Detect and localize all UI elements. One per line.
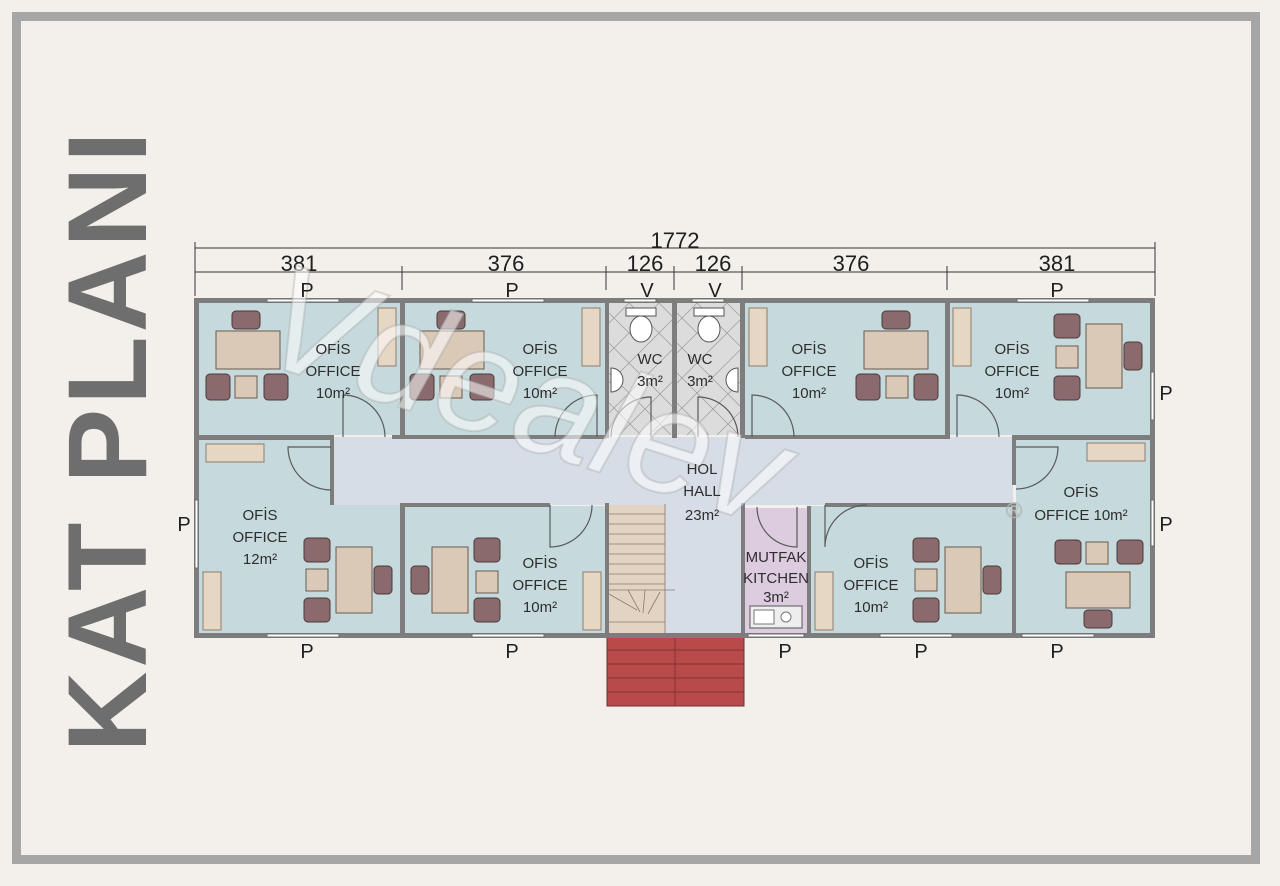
room-label-kitchen-line3: 3m²: [763, 589, 789, 606]
toilet-icon: [625, 307, 657, 343]
window-marker: P: [778, 641, 791, 663]
windows: [194, 298, 1155, 638]
window-marker: P: [1159, 514, 1172, 536]
room-label-office-2-line3: 10m²: [523, 385, 557, 402]
room-label-office-7-line3: 10m²: [854, 599, 888, 616]
room-label-office-8-line1: OFİS: [1063, 483, 1098, 501]
dimension-segment: 376: [488, 251, 525, 276]
room-label-office-7-line1: OFİS: [853, 554, 888, 572]
dimension-total: 1772: [651, 228, 700, 253]
window-marker: P: [1159, 383, 1172, 405]
room-label-office-5-line3: 12m²: [243, 551, 277, 568]
room-label-office-6-line1: OFİS: [522, 554, 557, 572]
room-label-office-3-line3: 10m²: [792, 385, 826, 402]
sink-icon: [725, 367, 739, 393]
page-frame: [12, 12, 1260, 864]
sink-icon: [610, 367, 624, 393]
room-label-office-1-line3: 10m²: [316, 385, 350, 402]
room-label-office-3-line1: OFİS: [791, 340, 826, 358]
walls: [194, 298, 1155, 638]
room-label-office-6-line3: 10m²: [523, 599, 557, 616]
window-marker: P: [177, 514, 190, 536]
window-markers: P P V V P P P P P P P P P: [177, 280, 1172, 663]
window-marker: P: [914, 641, 927, 663]
floor-stair: [609, 504, 665, 633]
room-label-wc-1-line2: 3m²: [637, 373, 663, 390]
room-label-hall-line3: 23m²: [685, 507, 719, 524]
room-label-office-2-line2: OFFICE: [513, 363, 568, 380]
room-label-office-2-line1: OFİS: [522, 340, 557, 358]
room-label-wc-1-line1: WC: [638, 351, 663, 368]
vent-marker: V: [640, 280, 654, 302]
room-label-office-4-line1: OFİS: [994, 340, 1029, 358]
dimension-segment: 381: [1039, 251, 1076, 276]
floor-entry: [665, 504, 742, 633]
room-label-office-5-line1: OFİS: [242, 506, 277, 524]
dimension-segment: 381: [281, 251, 318, 276]
room-label-kitchen-line2: KITCHEN: [743, 570, 809, 587]
dimension-segment: 126: [627, 251, 664, 276]
room-label-kitchen-line1: MUTFAK: [746, 549, 807, 566]
room-label-wc-2-line2: 3m²: [687, 373, 713, 390]
room-labels: OFİS OFFICE 10m² OFİS OFFICE 10m² WC 3m²…: [233, 340, 1128, 616]
watermark-registered-mark: ®: [1006, 498, 1022, 523]
window-marker: P: [505, 280, 518, 302]
dimension-segment: 126: [695, 251, 732, 276]
window-marker: P: [505, 641, 518, 663]
entrance-steps: [606, 635, 745, 707]
room-label-office-7-line2: OFFICE: [844, 577, 899, 594]
room-label-office-6-line2: OFFICE: [513, 577, 568, 594]
room-label-office-8-line2: OFFICE 10m²: [1034, 507, 1127, 524]
furniture: [202, 307, 1146, 631]
window-marker: P: [300, 641, 313, 663]
window-marker: P: [300, 280, 313, 302]
vent-marker: V: [708, 280, 722, 302]
room-label-hall-line1: HOL: [687, 461, 718, 478]
room-label-office-1-line1: OFİS: [315, 340, 350, 358]
dimension-lines: [194, 242, 1156, 296]
staircase: [608, 504, 675, 633]
room-label-office-4-line3: 10m²: [995, 385, 1029, 402]
room-label-office-5-line2: OFFICE: [233, 529, 288, 546]
room-label-office-3-line2: OFFICE: [782, 363, 837, 380]
window-marker: P: [1050, 280, 1063, 302]
window-marker: P: [1050, 641, 1063, 663]
kitchen-sink-icon: [749, 605, 803, 629]
doors: [287, 394, 1059, 548]
room-label-office-1-line2: OFFICE: [306, 363, 361, 380]
room-label-hall-line2: HALL: [683, 483, 721, 500]
room-label-wc-2-line1: WC: [688, 351, 713, 368]
room-label-office-4-line2: OFFICE: [985, 363, 1040, 380]
toilet-icon: [693, 307, 725, 343]
dimension-segment: 376: [833, 251, 870, 276]
floor-hall: [333, 437, 1013, 505]
